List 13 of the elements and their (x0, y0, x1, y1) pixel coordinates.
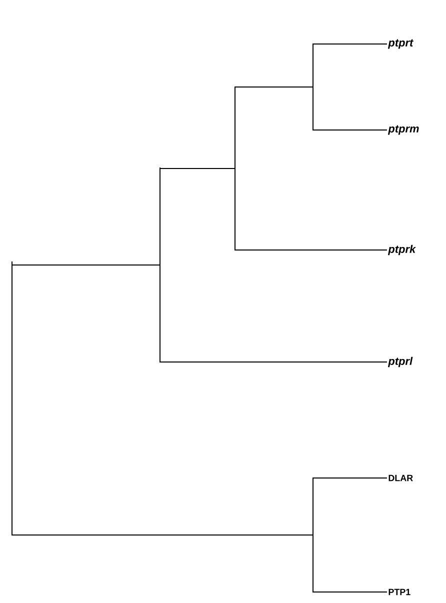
branch-line (312, 44, 314, 130)
branch-line (234, 86, 314, 88)
leaf-label: PTP1 (388, 588, 410, 596)
branch-line (160, 168, 236, 169)
leaf-label: ptprm (388, 125, 419, 135)
leaf-label: DLAR (388, 474, 413, 482)
leaf-label: ptprk (388, 244, 416, 256)
branch-line (234, 86, 236, 250)
branch-line (312, 478, 314, 592)
branch-line (12, 264, 160, 266)
branch-line (12, 534, 314, 536)
leaf-label: ptprl (388, 356, 413, 368)
leaf-label: ptprt (388, 39, 414, 49)
